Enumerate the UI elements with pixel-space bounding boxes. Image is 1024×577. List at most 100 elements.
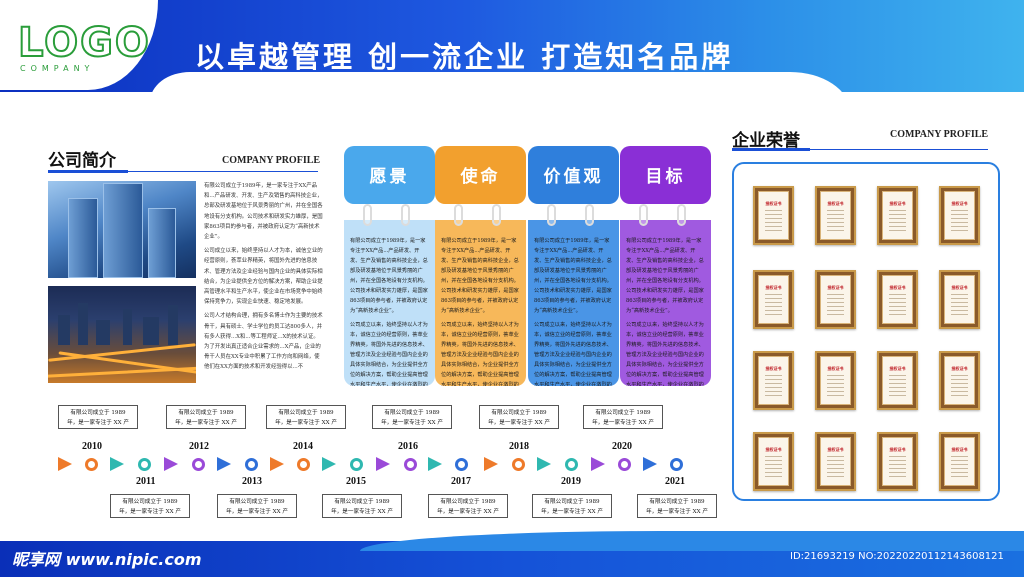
honors-title-underline bbox=[732, 148, 810, 151]
profile-subtitle: COMPANY PROFILE bbox=[222, 155, 321, 166]
timeline-dot bbox=[404, 458, 417, 471]
timeline-year: 2021 bbox=[665, 476, 685, 487]
timeline-dot bbox=[350, 458, 363, 471]
certificate: 授权证书 bbox=[815, 186, 856, 245]
certificate: 授权证书 bbox=[815, 351, 856, 410]
certificate-title: 授权证书 bbox=[951, 201, 968, 206]
timeline-arrow bbox=[428, 457, 442, 471]
certificate-text-lines bbox=[765, 456, 782, 480]
card-ring bbox=[639, 204, 648, 226]
goal-paragraph: 公司成立以来，始终坚持以人才为本，诚信立业的经营原则，荟萃业界精英，将国外先进的… bbox=[626, 322, 704, 386]
certificate: 授权证书 bbox=[815, 432, 856, 491]
certificate-title: 授权证书 bbox=[827, 447, 844, 452]
certificate: 授权证书 bbox=[939, 186, 980, 245]
vision-paragraph: 公司成立以来，始终坚持以人才为本，诚信立业的经营原则，荟萃业界精英，将国外先进的… bbox=[350, 322, 428, 386]
timeline-dot bbox=[297, 458, 310, 471]
slogan: 以卓越管理 创一流企业 打造知名品牌 bbox=[195, 40, 734, 74]
mission-card-body: 有限公司成立于1989年，是一家专注于XX产品...产品研发、开发、生产及销售的… bbox=[435, 220, 526, 386]
timeline-arrow bbox=[270, 457, 284, 471]
certificate-text-lines bbox=[827, 294, 844, 318]
certificate-title: 授权证书 bbox=[765, 366, 782, 371]
certificate: 授权证书 bbox=[939, 351, 980, 410]
certificate-text-lines bbox=[765, 210, 782, 234]
timeline-dot bbox=[455, 458, 468, 471]
timeline-dot bbox=[245, 458, 258, 471]
certificate: 授权证书 bbox=[939, 270, 980, 329]
company-logo: LOGO bbox=[17, 19, 151, 67]
timeline-year: 2018 bbox=[509, 441, 529, 452]
card-ring bbox=[492, 204, 501, 226]
certificate-title: 授权证书 bbox=[889, 285, 906, 290]
certificate-text-lines bbox=[827, 210, 844, 234]
timeline-year: 2011 bbox=[136, 476, 156, 487]
timeline-dot bbox=[192, 458, 205, 471]
profile-divider bbox=[128, 171, 318, 172]
company-logo-sub: COMPANY bbox=[20, 64, 95, 73]
mission-paragraph: 公司成立以来，始终坚持以人才为本，诚信立业的经营原则，荟萃业界精英，将国外先进的… bbox=[441, 322, 519, 386]
certificate-text-lines bbox=[889, 375, 906, 399]
certificate-title: 授权证书 bbox=[951, 447, 968, 452]
certificate-text-lines bbox=[951, 456, 968, 480]
city-night-photo bbox=[48, 286, 196, 383]
certificate-title: 授权证书 bbox=[827, 366, 844, 371]
certificate-text-lines bbox=[827, 375, 844, 399]
profile-title: 公司简介 bbox=[48, 151, 116, 171]
honors-subtitle: COMPANY PROFILE bbox=[890, 129, 989, 140]
certificate-title: 授权证书 bbox=[951, 285, 968, 290]
mission-paragraph: 有限公司成立于1989年，是一家专注于XX产品...产品研发、开发、生产及销售的… bbox=[441, 238, 519, 314]
timeline-arrow bbox=[537, 457, 551, 471]
card-ring bbox=[547, 204, 556, 226]
certificate-title: 授权证书 bbox=[889, 366, 906, 371]
timeline-arrow bbox=[591, 457, 605, 471]
profile-paragraph: 有限公司成立于1989年，是一家专注于XX产品和...产品研发、开发、生产及销售… bbox=[204, 183, 323, 241]
timeline-arrow bbox=[484, 457, 498, 471]
certificate-text-lines bbox=[951, 210, 968, 234]
card-ring bbox=[677, 204, 686, 226]
mission-card-header: 使命 bbox=[435, 146, 526, 204]
timeline-dot bbox=[512, 458, 525, 471]
timeline-year: 2010 bbox=[82, 441, 102, 452]
skyscraper-photo bbox=[48, 181, 196, 278]
certificate-text-lines bbox=[765, 375, 782, 399]
footer-wave bbox=[360, 531, 1024, 551]
timeline-year: 2020 bbox=[612, 441, 632, 452]
certificate-title: 授权证书 bbox=[889, 201, 906, 206]
certificate-title: 授权证书 bbox=[827, 285, 844, 290]
timeline-arrow bbox=[58, 457, 72, 471]
timeline-arrow bbox=[376, 457, 390, 471]
timeline-year: 2015 bbox=[346, 476, 366, 487]
vision-card-header: 愿景 bbox=[344, 146, 435, 204]
vision-paragraph: 有限公司成立于1989年，是一家专注于XX产品...产品研发、开发、生产及销售的… bbox=[350, 238, 428, 314]
card-ring bbox=[585, 204, 594, 226]
certificate: 授权证书 bbox=[753, 186, 794, 245]
certificate-text-lines bbox=[889, 456, 906, 480]
timeline-arrow bbox=[322, 457, 336, 471]
profile-paragraph: 公司成立以来，始终坚持以人才为本，诚信立业的经营原则，荟萃业界精英，将国外先进的… bbox=[204, 248, 323, 306]
certificate: 授权证书 bbox=[877, 270, 918, 329]
certificate: 授权证书 bbox=[939, 432, 980, 491]
timeline-dot bbox=[670, 458, 683, 471]
certificate: 授权证书 bbox=[753, 432, 794, 491]
timeline-arrow bbox=[164, 457, 178, 471]
certificate-title: 授权证书 bbox=[951, 366, 968, 371]
certificate-title: 授权证书 bbox=[765, 447, 782, 452]
values-card-header: 价值观 bbox=[528, 146, 619, 204]
card-ring bbox=[401, 204, 410, 226]
certificate-title: 授权证书 bbox=[765, 201, 782, 206]
certificate: 授权证书 bbox=[877, 351, 918, 410]
certificate-text-lines bbox=[951, 294, 968, 318]
certificate: 授权证书 bbox=[815, 270, 856, 329]
profile-paragraph: 公司人才结构合理，拥有多名博士作为主要的技术骨干，具有硕士、学士学位的员工达80… bbox=[204, 313, 323, 371]
goal-card-body: 有限公司成立于1989年，是一家专注于XX产品...产品研发、开发、生产及销售的… bbox=[620, 220, 711, 386]
timeline-year: 2014 bbox=[293, 441, 313, 452]
